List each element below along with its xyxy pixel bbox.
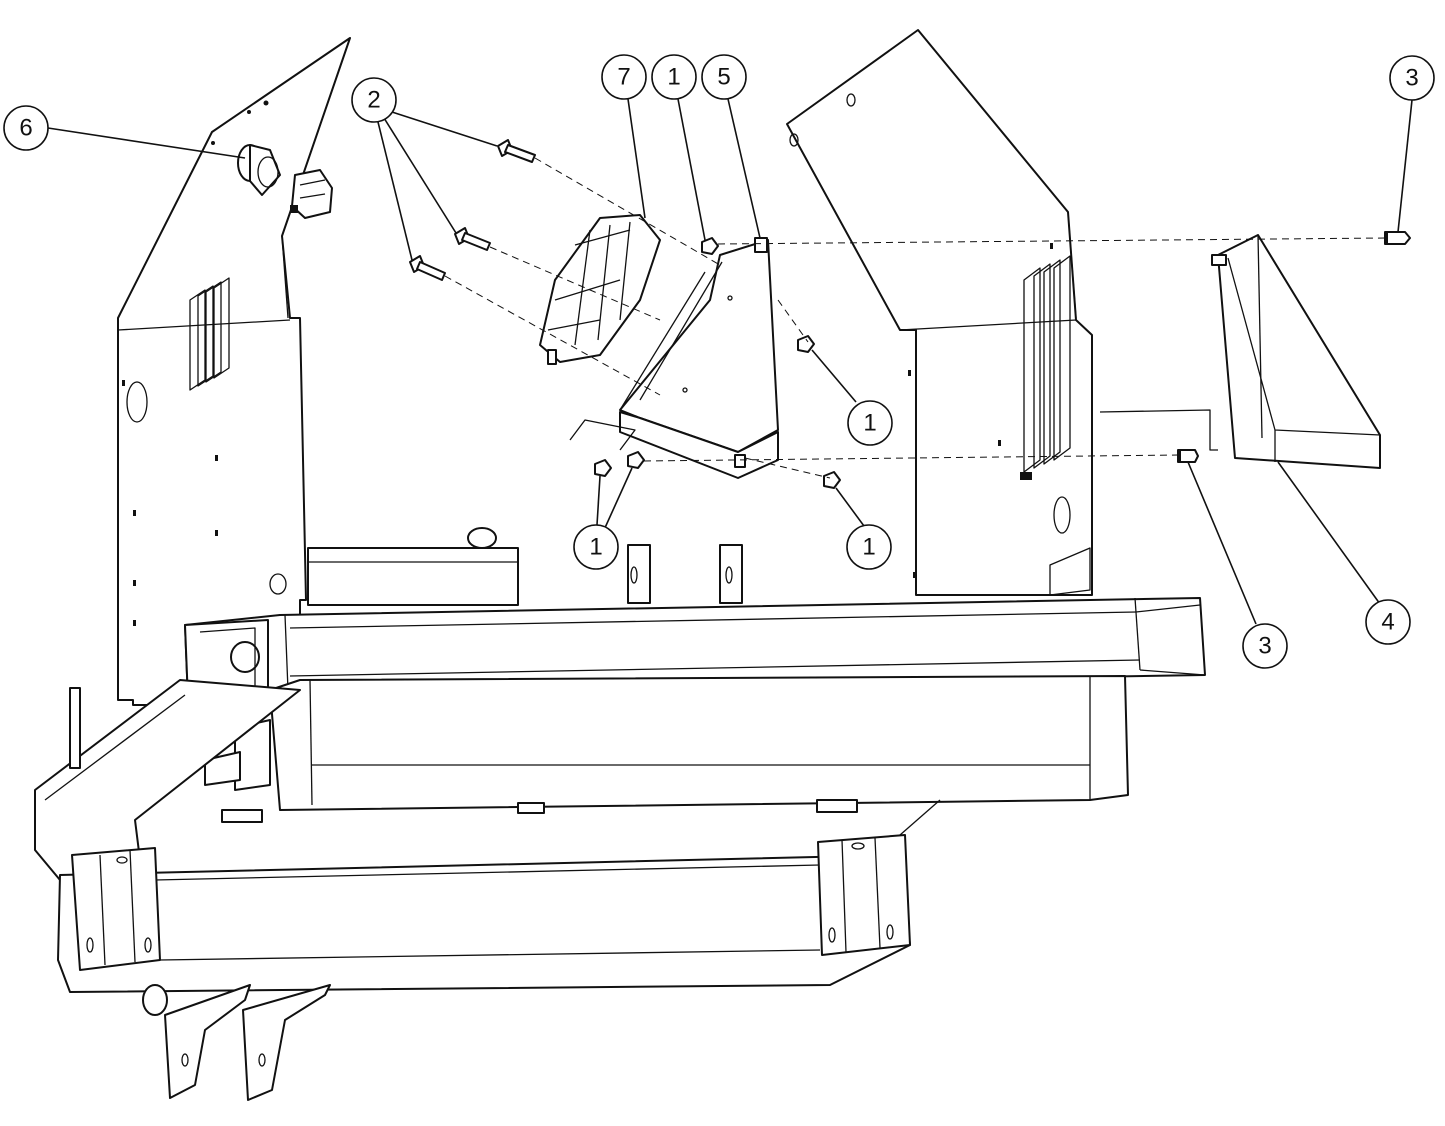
callout-label: 2 (367, 87, 380, 114)
connector-part-6 (237, 144, 333, 219)
callout-label: 6 (19, 115, 32, 142)
callout-3-top: 3 (1389, 55, 1435, 101)
screws-part-3 (1177, 231, 1411, 463)
callout-label: 7 (617, 64, 630, 91)
callout-7: 7 (601, 54, 647, 100)
fan-bracket-part-5 (619, 237, 779, 479)
top-frame-rail (184, 597, 1206, 701)
callout-1-right-upper: 1 (847, 400, 893, 446)
callout-2: 2 (351, 77, 397, 123)
callout-label: 4 (1381, 609, 1394, 636)
callout-label: 3 (1405, 65, 1418, 92)
shroud-part-4 (1211, 234, 1381, 469)
callout-label: 1 (667, 64, 680, 91)
right-side-panel (786, 29, 1093, 596)
fan-part-7 (539, 214, 661, 365)
callout-label: 1 (863, 410, 876, 437)
callout-4: 4 (1365, 599, 1411, 645)
callout-label: 1 (589, 534, 602, 561)
leader-lines (47, 98, 1413, 625)
callout-3-bottom: 3 (1242, 623, 1288, 669)
alignment-lines (444, 157, 1386, 479)
callout-1-top: 1 (651, 54, 697, 100)
middle-frame-rail (204, 675, 1129, 823)
callout-label: 1 (862, 534, 875, 561)
callout-label: 3 (1258, 633, 1271, 660)
callout-1-right-lower: 1 (846, 524, 892, 570)
middle-box (307, 527, 743, 606)
callout-1-left-lower: 1 (573, 524, 619, 570)
bolts-part-2 (409, 139, 536, 281)
nuts-part-1 (594, 237, 841, 489)
callout-6: 6 (3, 105, 49, 151)
lower-frame (34, 679, 941, 1101)
callout-label: 5 (717, 64, 730, 91)
callout-5: 5 (701, 54, 747, 100)
